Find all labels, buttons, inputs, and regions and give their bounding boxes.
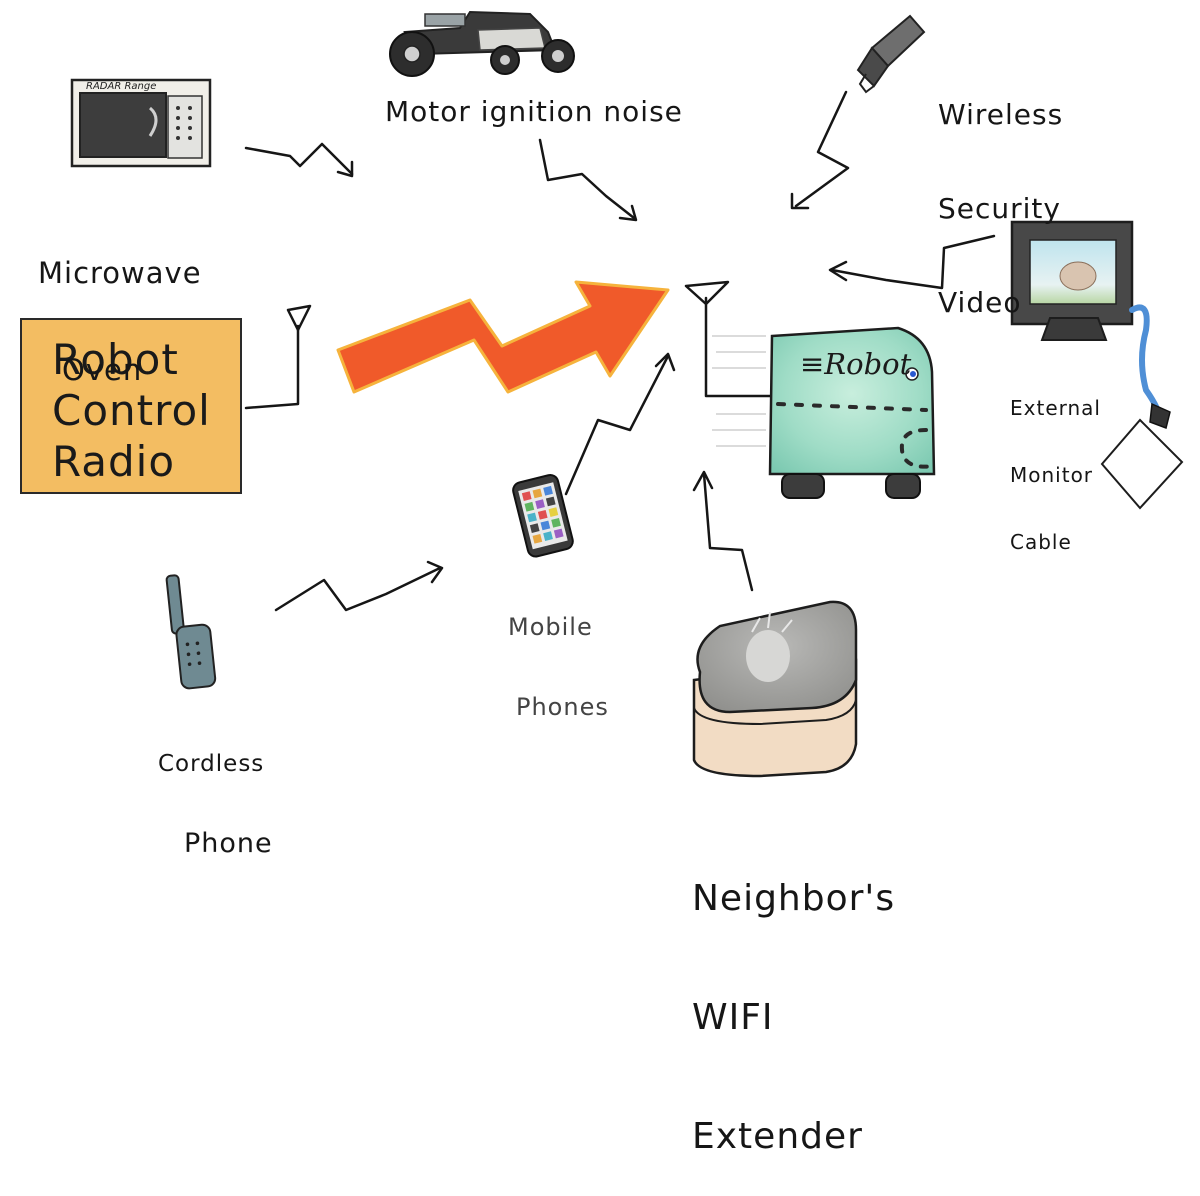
robot-control-radio: Robot Control Radio — [20, 318, 242, 494]
signal-line-microwave — [244, 142, 354, 176]
mobile-phone-icon — [512, 474, 574, 558]
signal-line-video — [794, 90, 850, 208]
car-icon — [389, 10, 575, 77]
cordless-phone-label: Cordless Phone — [158, 750, 273, 859]
camera-icon — [856, 14, 926, 94]
microwave-display-text: RADAR Range — [86, 81, 157, 92]
microwave-label: Microwave Oven — [38, 255, 202, 388]
cordless-phone-icon — [165, 574, 217, 690]
mobile-phones-label: Mobile Phones — [508, 612, 609, 722]
signal-line-wifi — [702, 472, 754, 592]
motor-noise-label: Motor ignition noise — [385, 95, 683, 128]
microwave-icon — [70, 78, 212, 168]
antenna-left-mast — [244, 324, 300, 410]
signal-line-motor — [538, 138, 636, 220]
robot-label: ≡Robot — [800, 347, 912, 381]
signal-line-mobile — [564, 354, 670, 496]
wifi-extender-label: Neighbor's WIFI Extender — [692, 878, 896, 1157]
control-signal-arrow — [336, 280, 670, 394]
monitor-icon — [1010, 220, 1184, 510]
wifi-extender-icon — [692, 600, 858, 778]
interference-diagram — [70, 10, 1184, 778]
robot-control-radio-label: Robot Control Radio — [52, 335, 211, 487]
external-monitor-label: External Monitor Cable — [1010, 395, 1101, 555]
wireless-video-label: Wireless Security Video — [938, 97, 1064, 319]
robot-icon — [712, 326, 936, 499]
signal-line-monitor — [830, 234, 996, 290]
antenna-right-mast — [704, 296, 774, 398]
signal-line-cordless — [274, 566, 442, 612]
